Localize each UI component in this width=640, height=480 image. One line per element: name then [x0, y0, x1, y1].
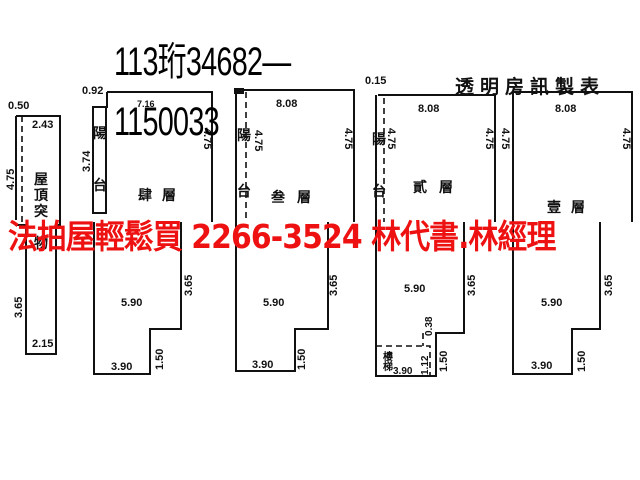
svg-text:陽: 陽	[237, 127, 251, 144]
floor4-top-offset: 0.92	[82, 85, 103, 97]
floor4-step-height: 1.50	[154, 349, 166, 370]
roof-bottom-width: 2.15	[32, 338, 53, 350]
roof-upper-height: 4.75	[5, 169, 17, 190]
floor4-top-width: 7.16	[137, 99, 155, 109]
svg-text:梯: 梯	[383, 360, 393, 373]
floor2-label: 貳層	[413, 179, 465, 196]
svg-text:陽: 陽	[372, 131, 386, 148]
roof-label: 屋 頂 突 物	[34, 172, 49, 252]
svg-text:台: 台	[237, 183, 251, 200]
floor2-annex-height: 1.12	[420, 355, 431, 375]
floor3-balcony-height: 4.75	[252, 130, 264, 151]
roof-top-width: 2.43	[32, 119, 53, 131]
svg-text:頂: 頂	[34, 188, 49, 204]
floor2-right-height: 4.75	[483, 128, 495, 149]
floor1-lower-right-height: 3.65	[603, 275, 615, 296]
floor2-top-offset: 0.15	[365, 75, 386, 87]
svg-text:物: 物	[34, 235, 48, 252]
svg-text:突: 突	[34, 203, 48, 220]
floor1-top-width: 8.08	[555, 103, 576, 115]
floor1-label: 壹層	[547, 199, 595, 216]
roof-lower-height: 3.65	[13, 297, 25, 318]
floor2-lower-right-height: 3.65	[466, 275, 478, 296]
floor2-top-width: 8.08	[418, 103, 439, 115]
floor2-step-small: 0.38	[424, 316, 435, 336]
case-number-line2: 1150033	[114, 100, 220, 144]
floor4-lower-right-height: 3.65	[183, 275, 195, 296]
svg-text:台: 台	[93, 177, 107, 194]
floor2-bottom-width: 3.90	[393, 366, 413, 377]
floor3-lower-right-height: 3.65	[328, 275, 340, 296]
floor1-right-height: 4.75	[620, 128, 632, 149]
floor4-bottom-width: 3.90	[111, 361, 132, 373]
floor2-annex-label: 樓 梯	[383, 350, 393, 373]
floor3-bottom-width: 3.90	[252, 359, 273, 371]
floor3-step-height: 1.50	[296, 349, 308, 370]
svg-text:屋: 屋	[34, 172, 48, 188]
document-title: 透明房訊製表	[455, 76, 606, 98]
case-number-line1: 113珩34682—	[114, 40, 291, 84]
roof-structure-plan: 0.50 2.43 4.75 3.65 2.15 屋 頂 突 物	[5, 100, 61, 355]
floor1-step-height: 1.50	[576, 351, 588, 372]
floor2-balcony-label: 陽 台	[372, 131, 386, 200]
floor2-plan: 0.15 8.08 4.75 4.75 3.65 5.90 0.38 1.50 …	[365, 75, 496, 377]
floor4-mid-width: 5.90	[121, 297, 142, 309]
floor4-balcony-height: 3.74	[81, 150, 93, 172]
floor2-mid-width: 5.90	[404, 283, 425, 295]
roof-top-offset: 0.50	[8, 100, 29, 112]
floor2-step-height: 1.50	[438, 351, 450, 372]
floor3-balcony-label: 陽 台	[237, 127, 251, 200]
floor1-mid-width: 5.90	[541, 297, 562, 309]
svg-text:陽: 陽	[93, 125, 107, 142]
floor3-plan: 8.08 4.75 4.75 3.65 5.90 1.50 3.90 陽 台 叁…	[234, 88, 355, 372]
floor4-label: 肆層	[138, 187, 186, 204]
svg-text:樓: 樓	[383, 350, 393, 363]
floor4-plan: 0.92 7.16 3.74 4.75 3.65 5.90 1.50 3.90 …	[81, 85, 213, 375]
floor4-right-height: 4.75	[201, 128, 213, 149]
advertisement-banner: 法拍屋輕鬆買 2266-3524 林代書.林經理	[8, 217, 556, 256]
floor3-top-width: 8.08	[276, 98, 297, 110]
floor2-balcony-height: 4.75	[385, 128, 397, 149]
floor1-left-height: 4.75	[499, 128, 511, 149]
floor3-label: 叁層	[270, 189, 323, 206]
floor3-right-height: 4.75	[342, 128, 354, 149]
svg-text:台: 台	[372, 183, 386, 200]
floor1-bottom-width: 3.90	[531, 360, 552, 372]
floor4-balcony-label: 陽 台	[93, 125, 107, 194]
floor1-plan: 8.08 4.75 4.75 3.65 5.90 1.50 3.90 壹層	[499, 91, 633, 375]
floor3-mid-width: 5.90	[263, 297, 284, 309]
